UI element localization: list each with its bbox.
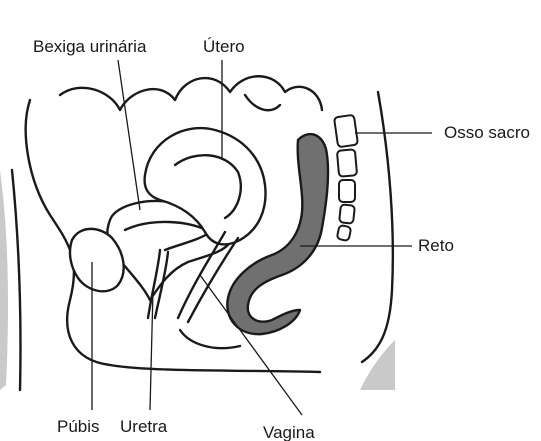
sacrum-vertebra-3 xyxy=(339,180,355,202)
label-osso-sacro: Osso sacro xyxy=(444,123,530,142)
perineum-contour xyxy=(180,330,240,348)
label-pubis: Púbis xyxy=(57,417,100,436)
left-body-wall-shading xyxy=(0,170,8,390)
sacrum-vertebra-1 xyxy=(334,115,358,147)
label-utero: Útero xyxy=(203,37,245,56)
intestine-loop-inner xyxy=(245,95,280,110)
anterior-abdominal-wall xyxy=(12,170,21,390)
intestine-loops xyxy=(60,76,322,110)
label-uretra: Uretra xyxy=(120,417,168,436)
leader-bexiga xyxy=(118,60,140,210)
sacrum-vertebra-2 xyxy=(337,149,357,176)
label-reto: Reto xyxy=(418,236,454,255)
sacrum-vertebra-4 xyxy=(339,204,355,223)
label-bexiga-urinaria: Bexiga urinária xyxy=(33,37,147,56)
label-vagina: Vagina xyxy=(263,423,315,441)
sacrum-vertebra-5 xyxy=(337,225,352,241)
